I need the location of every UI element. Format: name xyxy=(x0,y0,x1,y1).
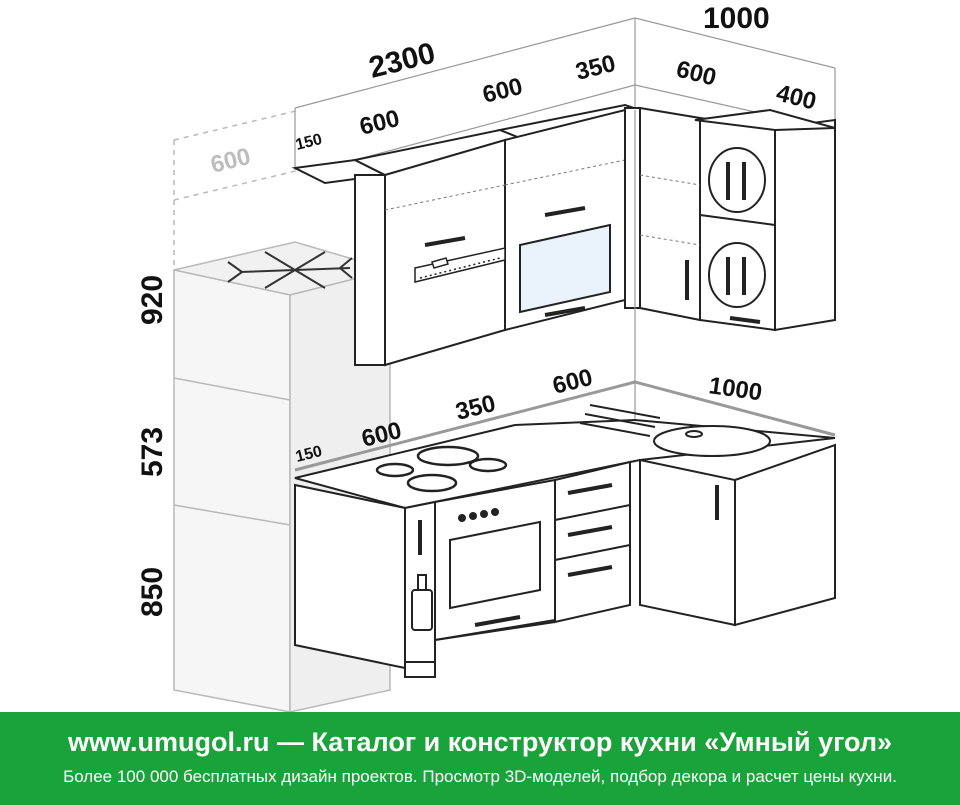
dim-upper-filler: 150 xyxy=(294,131,324,154)
dining-icon xyxy=(708,242,766,308)
footer-banner: www.umugol.ru — Каталог и конструктор ку… xyxy=(0,712,960,805)
footer-title[interactable]: www.umugol.ru — Каталог и конструктор ку… xyxy=(68,727,892,757)
dim-height-lower: 850 xyxy=(136,567,169,617)
countertop-dimension-lines xyxy=(294,380,836,472)
sink xyxy=(579,404,771,457)
dim-height-upper: 920 xyxy=(136,275,169,325)
dim-total-right-width: 1000 xyxy=(703,2,770,35)
oven xyxy=(449,508,541,627)
dim-upper-left-600: 600 xyxy=(357,105,402,141)
dim-lower-right-1000: 1000 xyxy=(707,372,764,406)
bottle-icon xyxy=(411,574,433,631)
dim-upper-mid-600: 600 xyxy=(480,73,525,109)
dim-total-left-width: 2300 xyxy=(366,37,439,85)
range-hood xyxy=(414,247,506,283)
cooktop xyxy=(375,445,508,493)
kitchen-drawing: 2300 1000 150 600 600 350 600 400 600 15… xyxy=(136,2,836,712)
microwave xyxy=(519,223,611,314)
dim-upper-corner-350: 350 xyxy=(573,50,618,86)
dim-upper-right-400: 400 xyxy=(774,80,819,116)
dining-icon xyxy=(708,147,766,213)
dim-lower-filler: 150 xyxy=(294,443,324,466)
dim-upper-ghost-600: 600 xyxy=(208,143,253,179)
footer-subtitle: Более 100 000 бесплатных дизайн проектов… xyxy=(63,767,897,786)
dim-upper-right-600: 600 xyxy=(674,56,719,92)
snowflake-icon xyxy=(227,251,353,289)
dim-height-middle: 573 xyxy=(136,427,169,477)
